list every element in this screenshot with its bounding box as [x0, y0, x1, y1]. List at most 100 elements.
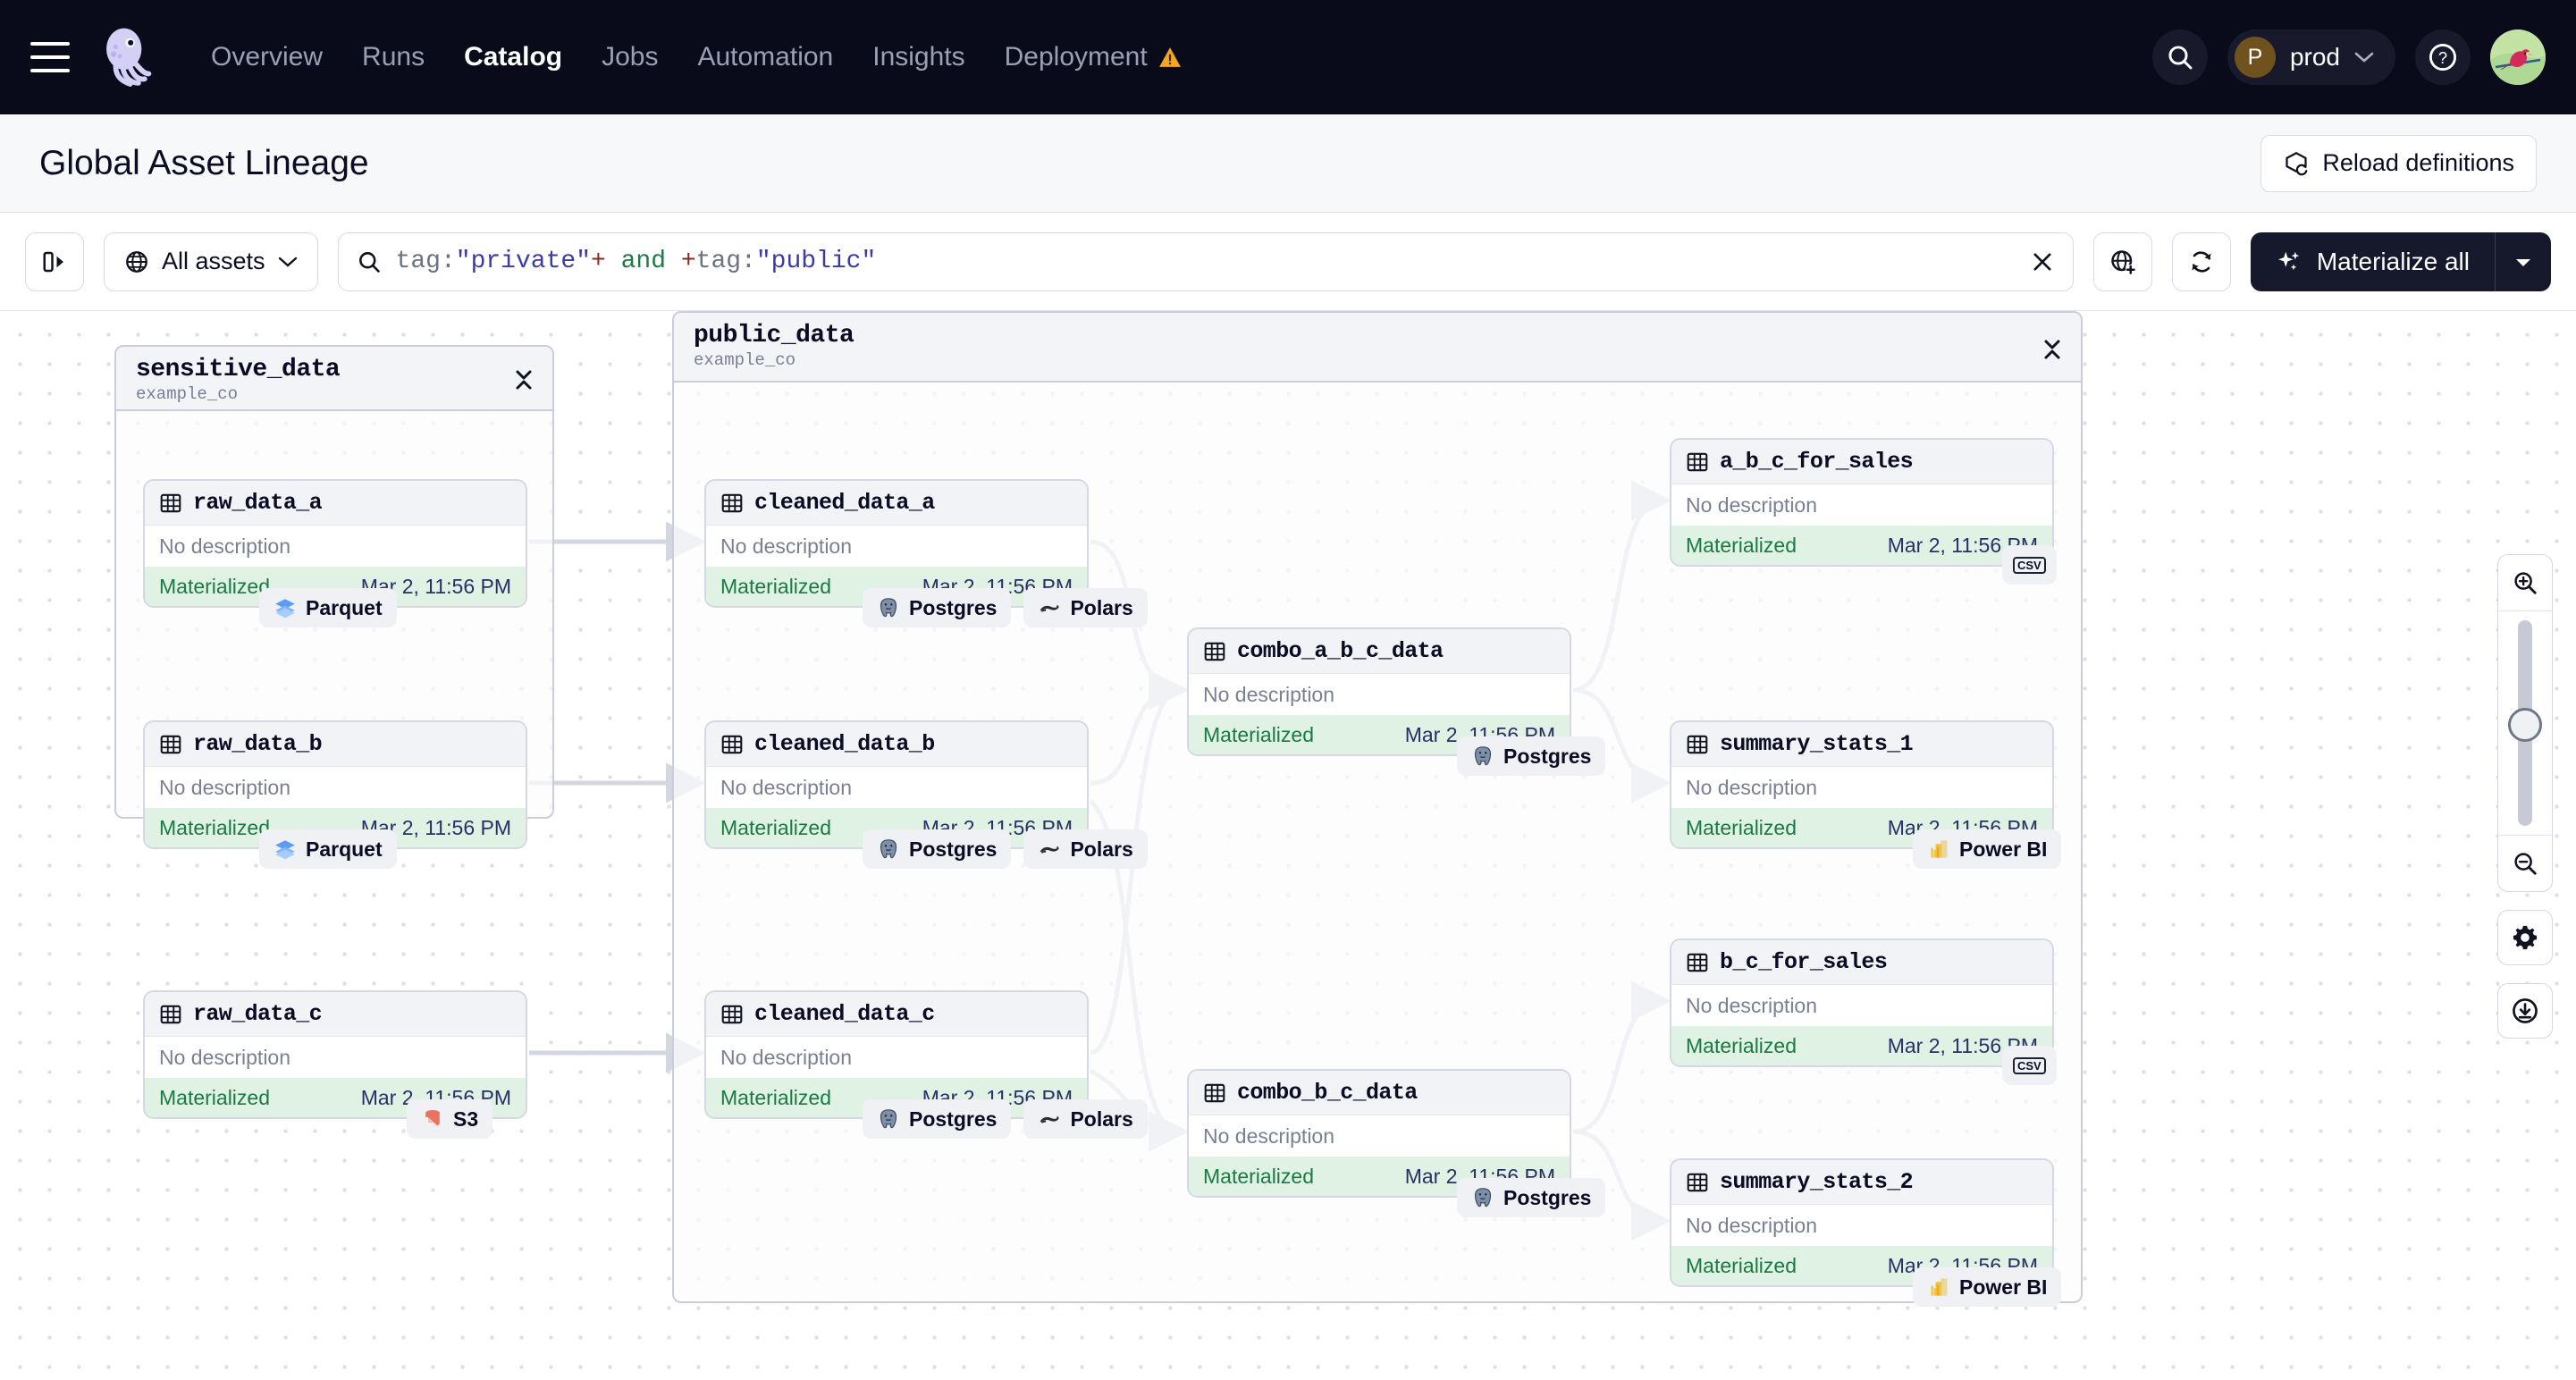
zoom-in-button[interactable] — [2498, 555, 2552, 610]
nav-item-catalog[interactable]: Catalog — [444, 42, 582, 72]
kind-tag-label: Postgres — [1503, 744, 1592, 768]
postgres-icon — [1474, 746, 1492, 766]
postgres-icon — [880, 598, 897, 618]
nav-item-overview[interactable]: Overview — [191, 42, 342, 72]
asset-node-header: cleaned_data_b — [706, 722, 1087, 767]
kind-tag-label: Postgres — [909, 837, 998, 861]
csv-icon: CSV — [2013, 556, 2046, 574]
nav-item-automation[interactable]: Automation — [678, 42, 853, 72]
table-icon — [721, 1005, 743, 1023]
asset-kind-tags: Postgres Polars — [863, 829, 1148, 869]
kind-tag-polars[interactable]: Polars — [1023, 1099, 1148, 1139]
kind-tag-polars[interactable]: Polars — [1023, 829, 1148, 869]
zoom-slider[interactable] — [2508, 611, 2542, 835]
kind-tag-power-bi[interactable]: Power BI — [1913, 829, 2062, 869]
asset-kind-tags: Parquet — [259, 829, 397, 869]
nav-label: Catalog — [464, 42, 563, 72]
nav-label: Overview — [211, 42, 324, 72]
asset-status-label: Materialized — [720, 1085, 831, 1109]
nav-item-jobs[interactable]: Jobs — [582, 42, 678, 72]
asset-node-header: cleaned_data_c — [706, 992, 1087, 1037]
kind-tag-parquet[interactable]: Parquet — [259, 829, 397, 869]
kind-tag-label: Polars — [1070, 837, 1133, 861]
kind-tag-csv[interactable]: CSV — [2002, 545, 2057, 585]
page-title: Global Asset Lineage — [39, 143, 369, 182]
nav-item-runs[interactable]: Runs — [342, 42, 444, 72]
kind-tag-csv[interactable]: CSV — [2002, 1046, 2057, 1085]
kind-tag-postgres[interactable]: Postgres — [863, 829, 1012, 869]
nav-label: Insights — [872, 42, 965, 72]
asset-node-name: raw_data_a — [193, 490, 323, 516]
asset-node-description: No description — [159, 775, 291, 799]
parquet-icon — [275, 599, 295, 618]
asset-kind-tags: Postgres — [1457, 1178, 1606, 1217]
graph-settings-button[interactable] — [2497, 910, 2553, 965]
asset-kind-tags: CSV — [2002, 1046, 2057, 1085]
asset-node-name: a_b_c_for_sales — [1720, 449, 1914, 475]
kind-tag-postgres[interactable]: Postgres — [863, 588, 1012, 627]
panel-expand-icon — [43, 251, 63, 272]
nav-item-deployment[interactable]: Deployment — [985, 42, 1201, 72]
materialize-all-button[interactable]: Materialize all — [2251, 232, 2495, 291]
sparkle-icon — [2277, 251, 2300, 270]
s3-icon — [425, 1110, 440, 1126]
close-icon — [2033, 252, 2051, 271]
postgres-icon — [880, 1109, 897, 1129]
help-button[interactable]: ? — [2415, 29, 2471, 85]
powerbi-icon — [1931, 840, 1948, 858]
kind-tag-postgres[interactable]: Postgres — [1457, 1178, 1606, 1217]
zoom-out-button[interactable] — [2498, 836, 2552, 891]
asset-search-field[interactable]: tag:"private"+ and +tag:"public" — [337, 231, 2074, 291]
asset-node-name: cleaned_data_a — [754, 490, 935, 516]
search-clear-button[interactable] — [2030, 249, 2055, 274]
materialize-all-button-group[interactable]: Materialize all — [2250, 231, 2551, 291]
kind-tag-s3[interactable]: S3 — [407, 1099, 493, 1139]
asset-scope-selector[interactable]: All assets — [104, 231, 318, 291]
add-global-filter-button[interactable] — [2092, 231, 2152, 291]
user-avatar[interactable] — [2490, 29, 2546, 85]
search-query-text[interactable]: tag:"private"+ and +tag:"public" — [396, 248, 877, 275]
refresh-button[interactable] — [2171, 231, 2231, 291]
asset-node-header: combo_a_b_c_data — [1189, 629, 1570, 674]
group-collapse-button[interactable] — [513, 366, 535, 398]
zoom-slider-stack — [2497, 554, 2553, 892]
zoom-slider-thumb[interactable] — [2508, 708, 2542, 742]
asset-lineage-canvas[interactable]: sensitive_data example_co public_data ex… — [0, 311, 2576, 1380]
caret-down-icon — [2516, 258, 2530, 266]
global-search-button[interactable] — [2151, 29, 2208, 85]
kind-tag-label: Postgres — [909, 1107, 998, 1131]
parquet-icon — [275, 840, 295, 860]
dagster-logo-icon[interactable] — [93, 24, 159, 90]
sidebar-toggle-button[interactable] — [25, 231, 84, 291]
hamburger-menu-icon[interactable] — [30, 42, 70, 72]
box-reload-icon — [2286, 151, 2308, 175]
materialize-options-button[interactable] — [2496, 232, 2551, 291]
kind-tag-label: Parquet — [306, 595, 383, 619]
group-collapse-button[interactable] — [2041, 336, 2063, 367]
group-name: sensitive_data — [136, 356, 341, 383]
asset-node-description: No description — [720, 775, 853, 799]
deployment-switcher[interactable]: P prod — [2227, 29, 2395, 85]
kind-tag-parquet[interactable]: Parquet — [259, 588, 397, 627]
nav-item-insights[interactable]: Insights — [853, 42, 984, 72]
reload-definitions-button[interactable]: Reload definitions — [2260, 134, 2537, 192]
download-graph-button[interactable] — [2497, 983, 2553, 1039]
kind-tag-postgres[interactable]: Postgres — [1457, 736, 1606, 776]
asset-status-label: Materialized — [720, 815, 831, 839]
kind-tag-power-bi[interactable]: Power BI — [1913, 1267, 2062, 1307]
kind-tag-polars[interactable]: Polars — [1023, 588, 1148, 627]
asset-node-name: summary_stats_2 — [1720, 1169, 1914, 1195]
asset-kind-tags: Power BI — [1913, 829, 2062, 869]
kind-tag-postgres[interactable]: Postgres — [863, 1099, 1012, 1139]
